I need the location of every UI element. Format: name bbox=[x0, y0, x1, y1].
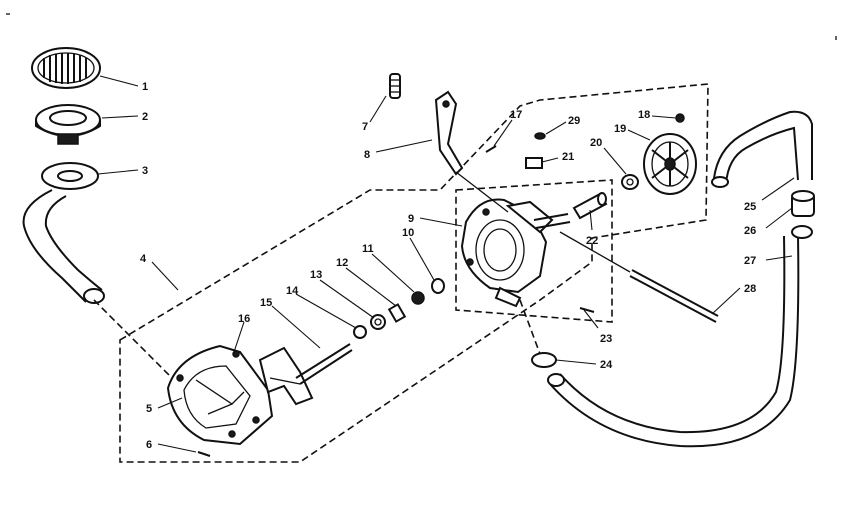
pump-housing bbox=[460, 198, 571, 308]
callout-29: 29 bbox=[568, 115, 580, 127]
callout-7: 7 bbox=[362, 121, 368, 133]
seal-stack bbox=[353, 278, 445, 339]
callout-11: 11 bbox=[362, 243, 374, 255]
callout-5: 5 bbox=[146, 403, 152, 415]
washer bbox=[41, 162, 99, 190]
callout-9: 9 bbox=[408, 213, 414, 225]
callout-8: 8 bbox=[364, 149, 370, 161]
pin bbox=[485, 145, 497, 153]
impeller-shaft bbox=[258, 343, 353, 406]
lever-arm bbox=[434, 90, 509, 213]
callouts: 1 2 3 4 5 6 7 8 9 10 11 12 13 14 15 16 1 bbox=[97, 75, 795, 453]
callout-28: 28 bbox=[744, 283, 756, 295]
callout-21: 21 bbox=[562, 151, 574, 163]
callout-1: 1 bbox=[142, 81, 148, 93]
pulley bbox=[643, 133, 697, 195]
callout-23: 23 bbox=[600, 333, 612, 345]
sleeve bbox=[572, 192, 608, 220]
drain-fitting bbox=[35, 104, 101, 145]
callout-18: 18 bbox=[638, 109, 650, 121]
callout-17: 17 bbox=[510, 109, 522, 121]
housing-outline bbox=[455, 179, 613, 323]
hose-coupling bbox=[791, 190, 815, 217]
small-nut bbox=[534, 132, 546, 140]
strainer-cap bbox=[31, 47, 101, 89]
callout-24: 24 bbox=[600, 359, 613, 371]
elbow-hose bbox=[711, 110, 813, 188]
assembly-outline bbox=[119, 83, 709, 463]
spring bbox=[389, 73, 401, 99]
outlet-hose bbox=[547, 225, 813, 448]
drain-hose bbox=[22, 189, 179, 385]
callout-27: 27 bbox=[744, 255, 756, 267]
small-washer bbox=[621, 174, 639, 190]
callout-2: 2 bbox=[142, 111, 148, 123]
screw bbox=[675, 113, 685, 123]
callout-16: 16 bbox=[238, 313, 250, 325]
callout-15: 15 bbox=[260, 297, 272, 309]
rod bbox=[559, 231, 719, 323]
cover-screw bbox=[197, 451, 211, 457]
callout-10: 10 bbox=[402, 227, 414, 239]
callout-20: 20 bbox=[590, 137, 602, 149]
callout-4: 4 bbox=[140, 253, 147, 265]
callout-13: 13 bbox=[310, 269, 322, 281]
callout-19: 19 bbox=[614, 123, 626, 135]
callout-6: 6 bbox=[146, 439, 152, 451]
pump-cover bbox=[166, 344, 274, 446]
callout-14: 14 bbox=[286, 285, 299, 297]
callout-25: 25 bbox=[744, 201, 756, 213]
cotter-pin bbox=[579, 307, 595, 313]
callout-12: 12 bbox=[336, 257, 348, 269]
callout-3: 3 bbox=[142, 165, 148, 177]
callout-22: 22 bbox=[586, 235, 598, 247]
callout-26: 26 bbox=[744, 225, 756, 237]
clip bbox=[525, 157, 543, 169]
